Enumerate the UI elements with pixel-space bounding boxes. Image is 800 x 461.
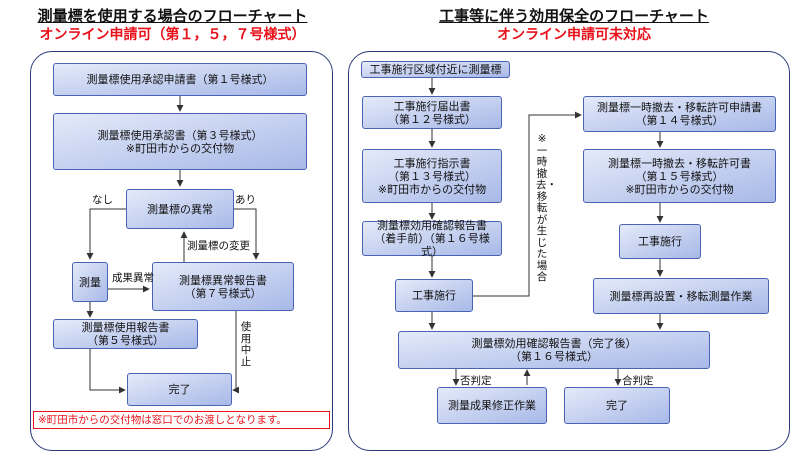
- box-text-line: （第５号様式）: [87, 334, 164, 347]
- label-result-anomaly: 成果異常: [112, 272, 154, 284]
- box-text: 工事施行区域付近に測量標: [370, 63, 502, 76]
- box-text: 測量標効用確認報告書（着手前）（第１６号様式）: [367, 219, 497, 258]
- label-fail: 否判定: [460, 375, 492, 387]
- box-text-line: （着手前）（第１６号様式）: [374, 232, 490, 258]
- box-text: 工事施行届出書（第１２号様式）: [388, 100, 476, 126]
- box-text-line: （第１３号様式）: [388, 169, 476, 183]
- box-text-line: 工事施行: [638, 235, 682, 248]
- arrow-anomaly-yes: [234, 208, 260, 260]
- left-footnote: ※町田市からの交付物は窓口でのお渡しとなります。: [33, 411, 330, 429]
- arrow-construction-to-temp: [473, 111, 582, 297]
- box-text-line: 測量標使用承認書（第３号様式）: [97, 128, 263, 142]
- box-text: 測量標一時撤去・移転許可書（第１５号様式）※町田市からの交付物: [608, 157, 751, 196]
- right-subtitle: オンライン申請可未対応: [497, 27, 651, 43]
- arrow-anomaly-none: [86, 208, 126, 260]
- box-temp-removal-application: 測量標一時撤去・移転許可申請書（第１４号様式）: [583, 96, 776, 132]
- box-check-report-after: 測量標効用確認報告書（完了後）（第１６号様式）: [398, 331, 710, 369]
- box-text-line: 測量標使用承認申請書（第１号様式）: [86, 73, 274, 86]
- arrow-use-report-to-done: [89, 349, 126, 394]
- box-text: 工事施行: [638, 235, 682, 248]
- box-text-line: （第７号様式）: [184, 286, 262, 300]
- box-text: 測量: [79, 276, 101, 289]
- box-text-line: 測量標効用確認報告書（完了後）: [471, 337, 637, 350]
- label-marker-change: 測量標の変更: [187, 240, 250, 252]
- box-text: 測量標異常報告書（第７号様式）: [179, 274, 267, 300]
- left-title: 測量標を使用する場合のフローチャート: [37, 7, 308, 25]
- box-text: 測量成果修正作業: [448, 399, 536, 412]
- box-construction: 工事施行: [395, 279, 473, 312]
- box-survey-result-fix: 測量成果修正作業: [437, 387, 547, 424]
- box-text-line: （第１４号様式）: [635, 114, 724, 127]
- box-text-line: 工事施行区域付近に測量標: [369, 63, 502, 76]
- box-text: 測量標使用報告書（第５号様式）: [82, 321, 170, 347]
- box-text-line: 完了: [606, 399, 628, 412]
- box-text-line: （第１６号様式）: [510, 350, 598, 363]
- box-text: 完了: [169, 383, 191, 396]
- box-text: 測量標の異常: [147, 203, 213, 216]
- box-text: 測量標使用承認申請書（第１号様式）: [87, 73, 274, 86]
- box-use-report: 測量標使用報告書（第５号様式）: [53, 319, 198, 349]
- box-text-line: 工事施行指示書: [393, 156, 471, 170]
- box-marker-anomaly: 測量標の異常: [126, 189, 234, 229]
- box-right-done: 完了: [564, 387, 670, 424]
- box-text-line: 測量標使用報告書: [81, 321, 170, 334]
- box-text-line: ※町田市からの交付物: [125, 141, 235, 155]
- left-subtitle: オンライン申請可（第１，５，７号様式）: [39, 27, 306, 43]
- box-check-report-before: 測量標効用確認報告書（着手前）（第１６号様式）: [362, 219, 502, 258]
- box-text-line: 測量成果修正作業: [448, 399, 536, 412]
- box-text: 測量標一時撤去・移転許可申請書（第１４号様式）: [597, 101, 762, 127]
- box-use-approval: 測量標使用承認書（第３号様式）※町田市からの交付物: [53, 113, 307, 170]
- arrow-report-to-done: [232, 311, 240, 394]
- box-text: 測量標再設置・移転測量作業: [610, 290, 753, 303]
- box-survey: 測量: [72, 262, 108, 302]
- box-text: 測量標効用確認報告書（完了後）（第１６号様式）: [472, 337, 637, 363]
- box-use-approval-application: 測量標使用承認申請書（第１号様式）: [53, 63, 307, 96]
- box-left-done: 完了: [127, 373, 232, 406]
- label-pass: 合判定: [622, 375, 654, 387]
- box-text-line: 測量: [79, 275, 101, 289]
- box-text-line: （第１２号様式）: [388, 112, 476, 126]
- box-text-line: 測量標の異常: [147, 202, 213, 216]
- box-temp-removal-permit: 測量標一時撤去・移転許可書（第１５号様式）※町田市からの交付物: [583, 149, 776, 203]
- box-near-construction-area: 工事施行区域付近に測量標: [361, 61, 510, 78]
- box-text-line: 測量標再設置・移転測量作業: [609, 289, 753, 303]
- box-text: 工事施行指示書（第１３号様式）※町田市からの交付物: [378, 157, 486, 196]
- label-temp-removal-note: ※一時撤去・移転が生じた場合: [536, 133, 557, 283]
- box-text: 測量標使用承認書（第３号様式）※町田市からの交付物: [98, 129, 263, 155]
- label-yes: あり: [235, 194, 256, 206]
- box-text-line: 測量標効用確認報告書: [377, 219, 487, 232]
- box-reinstall-survey: 測量標再設置・移転測量作業: [593, 278, 769, 314]
- box-text-line: ※町田市からの交付物: [625, 182, 734, 196]
- right-title: 工事等に伴う効用保全のフローチャート: [439, 7, 709, 25]
- box-text-line: （第１５号様式）: [635, 169, 724, 183]
- box-text: 工事施行: [412, 289, 456, 302]
- box-construction-2: 工事施行: [619, 224, 701, 259]
- label-stop-use: 使用中止: [240, 321, 252, 368]
- label-none: なし: [92, 194, 113, 206]
- box-text-line: 測量標一時撤去・移転許可申請書: [597, 101, 762, 114]
- box-text-line: 測量標異常報告書: [179, 273, 267, 287]
- box-construction-instruction: 工事施行指示書（第１３号様式）※町田市からの交付物: [362, 149, 502, 203]
- box-construction-notice: 工事施行届出書（第１２号様式）: [362, 96, 502, 129]
- box-text: 完了: [606, 399, 628, 412]
- box-text-line: 工事施行届出書: [393, 99, 471, 113]
- box-text-line: 測量標一時撤去・移転許可書: [608, 156, 751, 170]
- box-anomaly-report: 測量標異常報告書（第７号様式）: [152, 262, 294, 311]
- box-text-line: ※町田市からの交付物: [377, 182, 487, 196]
- box-text-line: 工事施行: [412, 289, 456, 302]
- box-text-line: 完了: [168, 383, 191, 396]
